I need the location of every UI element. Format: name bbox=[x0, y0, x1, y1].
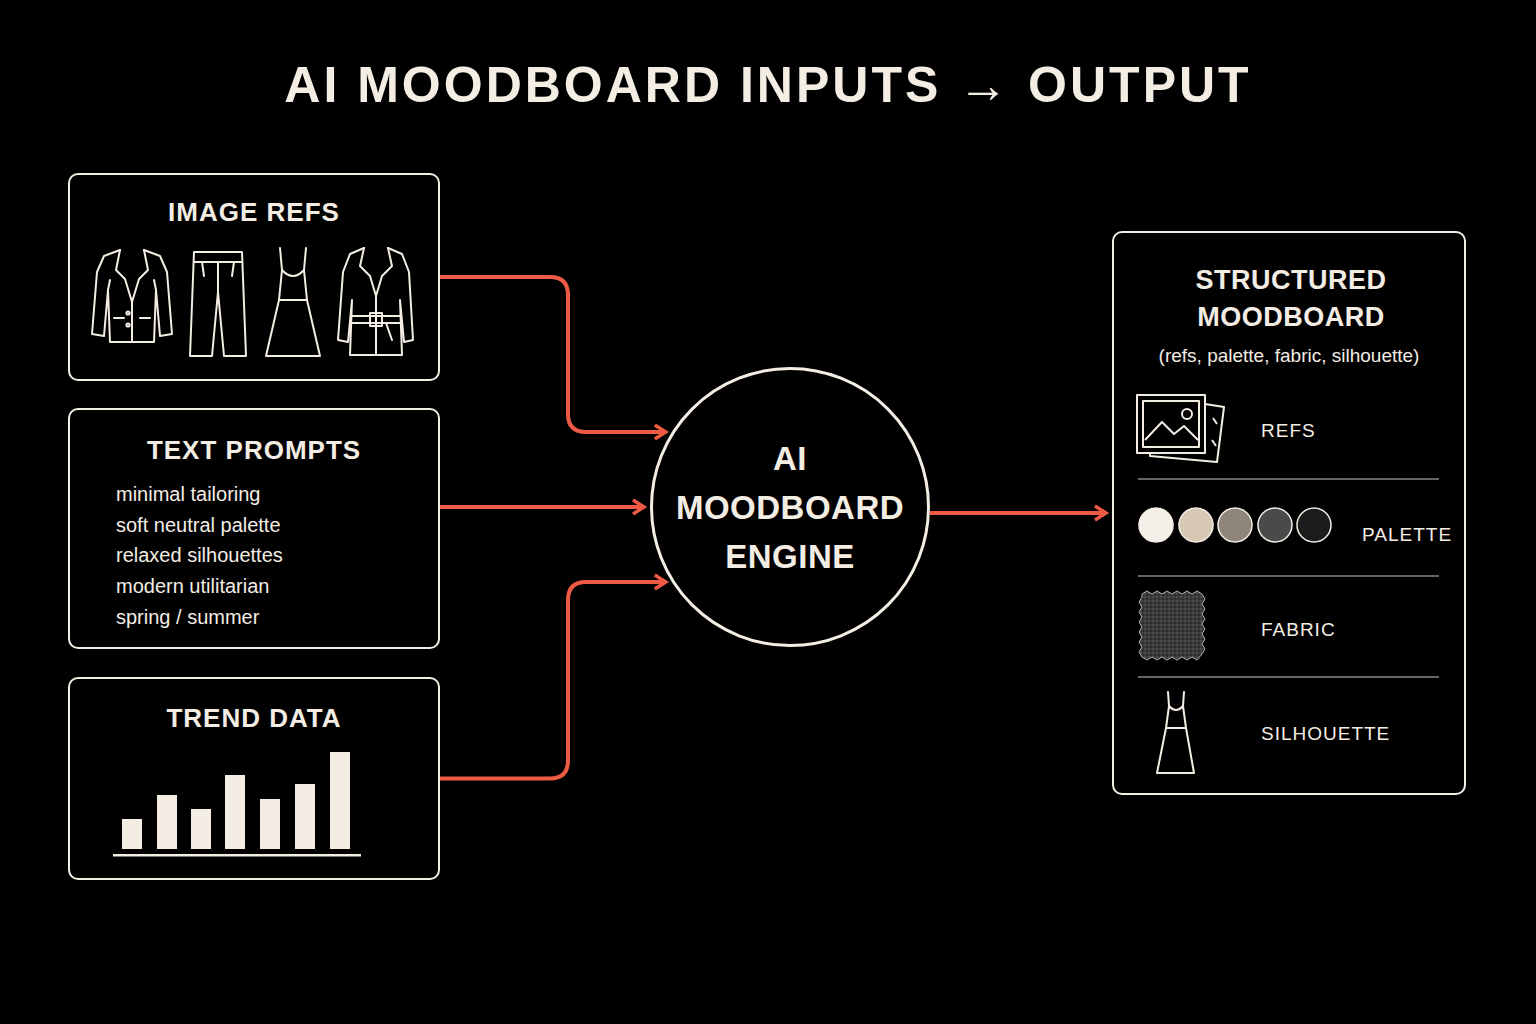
palette-swatches bbox=[1139, 508, 1331, 542]
flow-arrow bbox=[930, 511, 1106, 515]
trousers-icon bbox=[190, 252, 246, 356]
color-dot bbox=[1179, 508, 1213, 542]
dress-icon bbox=[266, 248, 320, 356]
chart-baseline bbox=[113, 854, 361, 857]
bar bbox=[295, 784, 315, 849]
color-dot bbox=[1258, 508, 1292, 542]
fabric-swatch bbox=[1139, 591, 1205, 660]
prompt-text: modern utilitarian bbox=[116, 574, 269, 598]
color-dot bbox=[1139, 508, 1173, 542]
prompt-text: spring / summer bbox=[116, 605, 259, 629]
refs-photo-icon bbox=[1137, 395, 1224, 462]
prompt-text: relaxed silhouettes bbox=[116, 543, 283, 567]
input-box: TEXT PROMPTS minimal tailoring soft neutra… bbox=[68, 408, 440, 649]
flow-arrow bbox=[440, 582, 666, 779]
color-dot bbox=[1218, 508, 1252, 542]
diagram-title: AI MOODBOARD INPUTS → OUTPUT bbox=[0, 56, 1536, 114]
flow-arrow bbox=[440, 277, 666, 432]
row-label: PALETTE bbox=[1362, 523, 1452, 546]
box-heading: STRUCTURED MOODBOARD bbox=[1151, 262, 1431, 336]
clothing-icons bbox=[92, 248, 413, 356]
input-box: TREND DATA bbox=[68, 677, 440, 880]
bar bbox=[225, 775, 245, 849]
jacket-icon bbox=[92, 250, 172, 342]
circle-shape bbox=[652, 369, 929, 646]
row-label: FABRIC bbox=[1261, 618, 1336, 641]
box-subtitle: (refs, palette, fabric, silhouette) bbox=[1114, 344, 1464, 367]
bar bbox=[122, 819, 142, 849]
bar bbox=[260, 799, 280, 849]
trend-bar-chart bbox=[113, 752, 361, 857]
trench-coat-icon bbox=[338, 248, 413, 355]
row-dividers bbox=[1138, 479, 1439, 677]
box-heading: TREND DATA bbox=[70, 703, 438, 734]
engine-label: AI MOODBOARD ENGINE bbox=[665, 434, 915, 581]
silhouette-dress-icon bbox=[1157, 692, 1194, 773]
box-heading: IMAGE REFS bbox=[70, 197, 438, 228]
color-dot bbox=[1297, 508, 1331, 542]
row-label: SILHOUETTE bbox=[1261, 722, 1390, 745]
flow-arrow bbox=[440, 505, 644, 509]
row-label: REFS bbox=[1261, 419, 1316, 442]
bar bbox=[330, 752, 350, 849]
prompt-text: soft neutral palette bbox=[116, 513, 281, 537]
engine-circle: AI MOODBOARD ENGINE bbox=[650, 367, 930, 647]
input-box: IMAGE REFS bbox=[68, 173, 440, 381]
box-heading: TEXT PROMPTS bbox=[70, 435, 438, 466]
bar bbox=[191, 809, 211, 849]
output-box: STRUCTURED MOODBOARD (refs, palette, fabr… bbox=[1112, 231, 1466, 795]
bar bbox=[157, 795, 177, 849]
prompt-text: minimal tailoring bbox=[116, 482, 261, 506]
